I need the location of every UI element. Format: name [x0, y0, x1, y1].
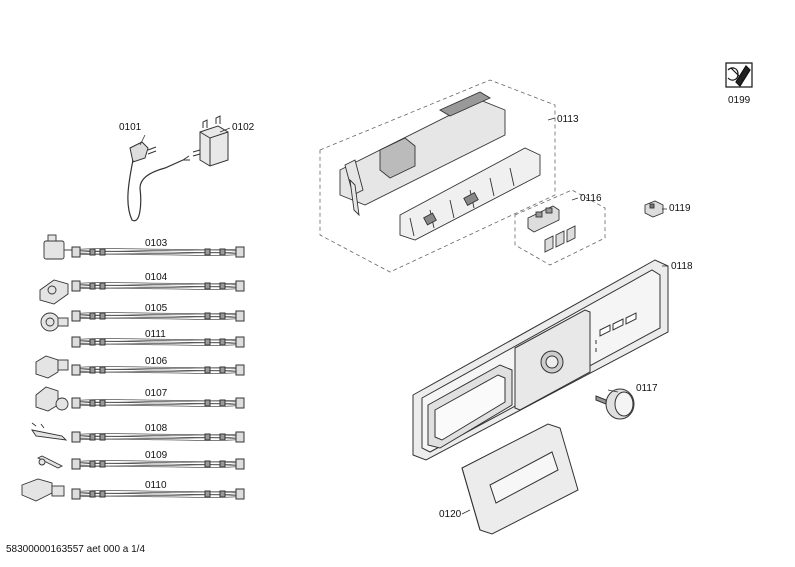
knob-icon[interactable] [595, 388, 635, 420]
part-label-0111: 0111 [145, 329, 166, 340]
relay-board-icon[interactable] [514, 189, 606, 266]
wire-harness-0104[interactable] [71, 280, 245, 292]
wire-harness-0105[interactable] [71, 310, 245, 322]
part-label-0119: 0119 [669, 203, 691, 214]
part-label-0108: 0108 [145, 423, 168, 434]
part-label-0109: 0109 [145, 450, 168, 461]
drawer-handle-icon[interactable] [461, 423, 579, 535]
power-cord-icon[interactable] [127, 141, 190, 222]
part-label-0107: 0107 [145, 388, 168, 399]
pump-icon[interactable] [35, 386, 69, 412]
pressure-switch-icon[interactable] [39, 279, 69, 305]
part-label-0105: 0105 [145, 303, 168, 314]
part-label-0103: 0103 [145, 238, 168, 249]
wire-harness-0103[interactable] [71, 246, 245, 258]
part-label-0106: 0106 [145, 356, 168, 367]
part-label-0101: 0101 [119, 122, 142, 133]
ntc-sensor-icon[interactable] [36, 455, 64, 469]
control-module-icon[interactable] [319, 79, 556, 273]
part-label-0116: 0116 [580, 193, 602, 204]
service-manual-icon[interactable] [725, 62, 753, 88]
part-label-0120: 0120 [439, 509, 462, 520]
filter-icon[interactable] [192, 115, 229, 167]
wire-harness-0108[interactable] [71, 431, 245, 443]
part-label-0102: 0102 [232, 122, 255, 133]
motor-sensor-icon[interactable] [40, 312, 69, 332]
part-label-0117: 0117 [636, 383, 658, 394]
part-label-0110: 0110 [145, 480, 167, 491]
wire-harness-0107[interactable] [71, 397, 245, 409]
document-footer: 58300000163557 aet 000 a 1/4 [6, 544, 146, 555]
wire-harness-0111[interactable] [71, 336, 245, 348]
part-label-0104: 0104 [145, 272, 168, 283]
door-lock-icon[interactable] [21, 478, 65, 502]
wire-harness-0109[interactable] [71, 458, 245, 470]
heater-icon[interactable] [31, 422, 68, 441]
sensor-component-icon[interactable] [43, 234, 72, 260]
part-label-0113: 0113 [557, 114, 579, 125]
wire-harness-0110[interactable] [71, 488, 245, 500]
wire-harness-0106[interactable] [71, 364, 245, 376]
part-label-0199: 0199 [728, 95, 751, 106]
connector-icon[interactable] [644, 200, 664, 218]
valve-icon[interactable] [35, 355, 69, 379]
control-panel-icon[interactable] [412, 259, 669, 461]
part-label-0118: 0118 [671, 261, 693, 272]
